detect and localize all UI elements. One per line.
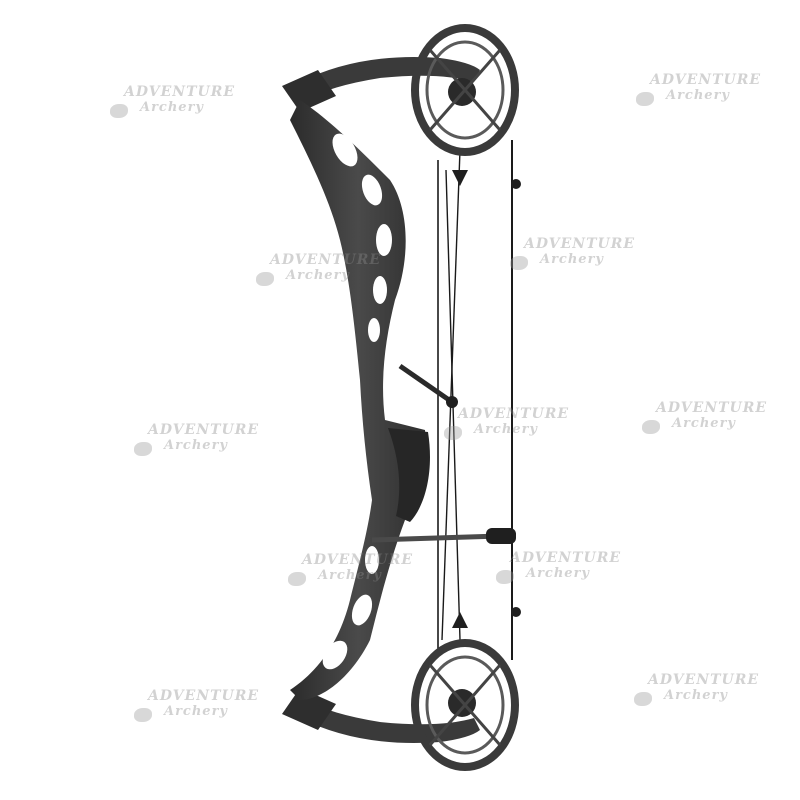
upper-limb [300, 57, 480, 100]
arrow-rest [398, 363, 458, 408]
riser-cutouts [322, 133, 392, 670]
grip [388, 428, 430, 522]
riser [290, 100, 426, 700]
bowstring [437, 140, 513, 660]
lower-cam [411, 639, 519, 771]
upper-cam [411, 24, 519, 156]
string-accessories [452, 170, 521, 628]
cable-guard [371, 528, 516, 544]
